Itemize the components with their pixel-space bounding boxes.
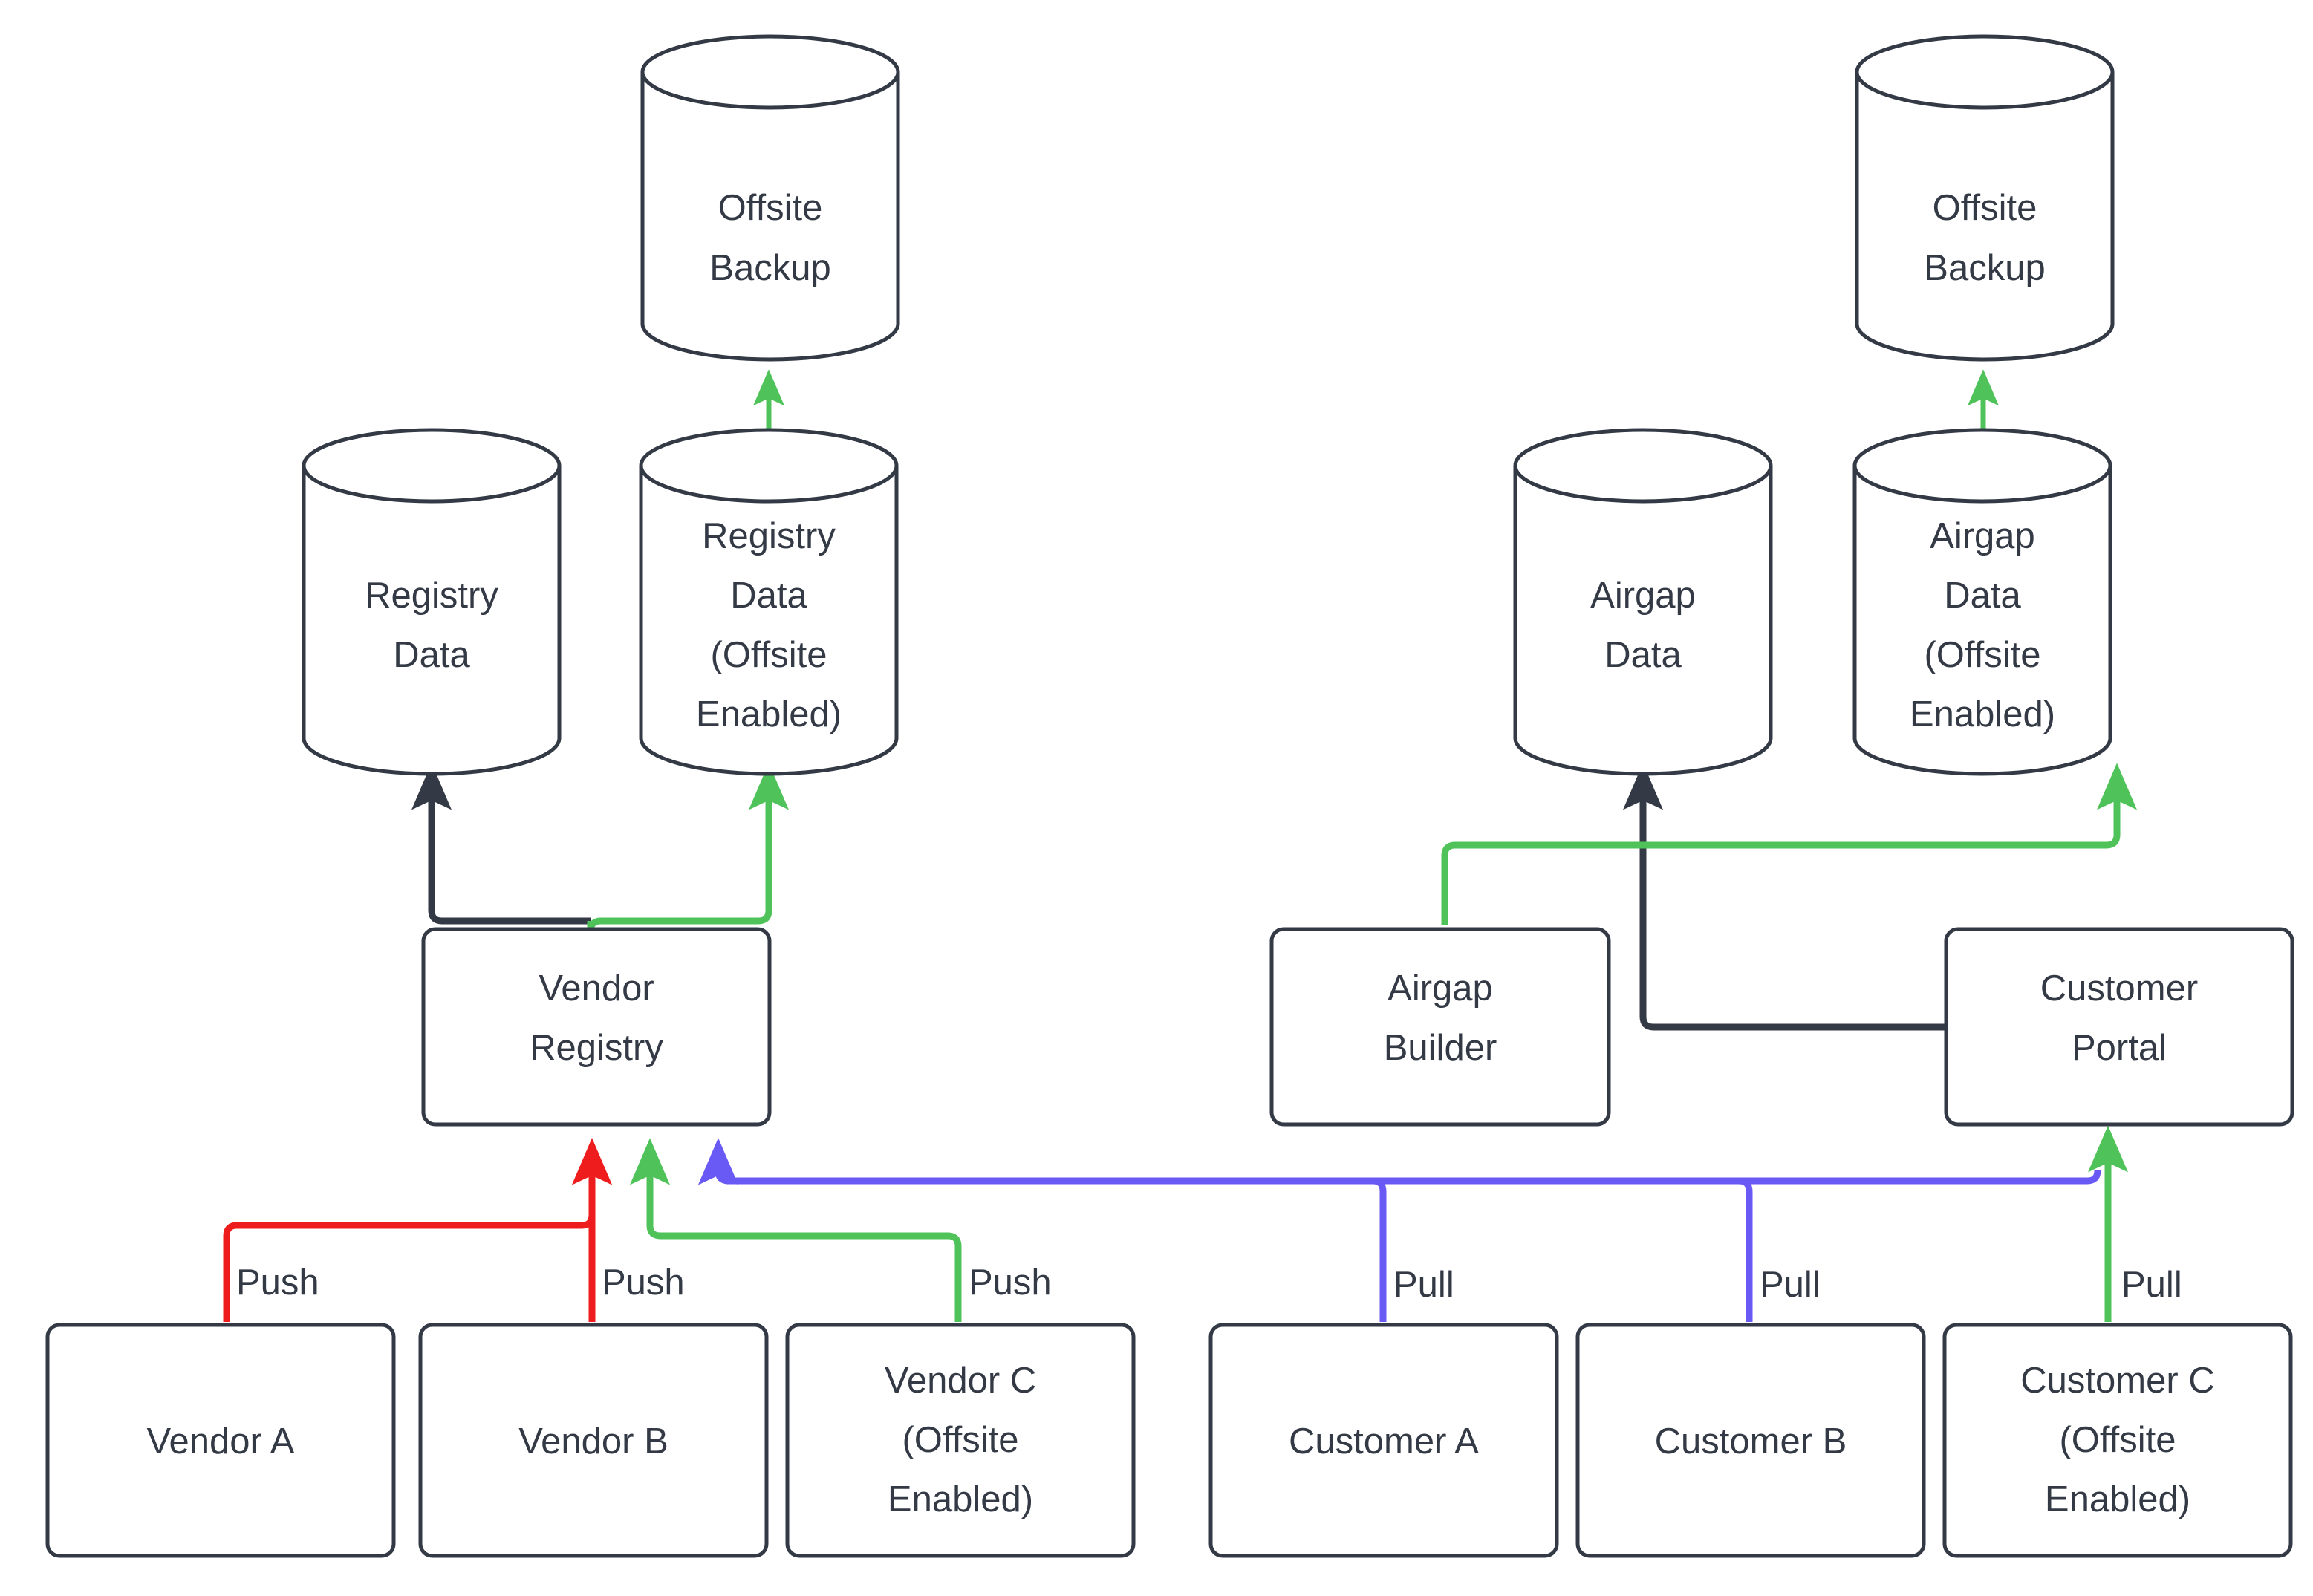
node-airgap-builder[interactable]: Airgap Builder [1269, 927, 1611, 1127]
node-label-line3: Enabled) [2045, 1479, 2190, 1520]
edge-registry-store [411, 763, 591, 925]
node-label-line4: Enabled) [696, 694, 842, 735]
edge-airgap-store [1623, 763, 1946, 1031]
node-label-line1: Vendor C [885, 1361, 1036, 1401]
node-label-line1: Vendor [539, 968, 654, 1009]
node-vendor-a[interactable]: Vendor A [45, 1323, 396, 1558]
node-customer-portal[interactable]: Customer Portal [1944, 927, 2294, 1127]
node-label-line2: Builder [1384, 1028, 1497, 1068]
edge-label-vendor-a-push: Push [236, 1263, 319, 1303]
node-airgap-data[interactable]: Airgap Data [1513, 428, 1773, 776]
node-offsite-backup-left[interactable]: Offsite Backup [640, 34, 900, 362]
node-label-line1: Customer [2040, 968, 2198, 1009]
node-label-line3: (Offsite [1924, 635, 2040, 675]
edge-vendor-c-push [630, 1138, 962, 1322]
edge-label-customer-a-pull: Pull [1393, 1265, 1454, 1305]
node-label-line1: Vendor B [518, 1421, 668, 1462]
node-label-line1: Registry [702, 516, 836, 556]
edge-registry-store-offsite [587, 763, 790, 935]
node-label-line2: Backup [709, 248, 830, 288]
node-customer-a[interactable]: Customer A [1208, 1323, 1559, 1558]
node-registry-data-offsite[interactable]: Registry Data (Offsite Enabled) [639, 428, 899, 776]
node-label-line2: Backup [1924, 248, 2045, 288]
edge-airgap-store-offsite [1441, 763, 2138, 925]
node-label-line2: (Offsite [902, 1420, 1018, 1460]
node-vendor-registry[interactable]: Vendor Registry [421, 927, 772, 1127]
node-label-line3: (Offsite [710, 635, 827, 675]
edge-pull-trunk [715, 1147, 2101, 1185]
node-customer-b[interactable]: Customer B [1575, 1323, 1926, 1558]
node-label-line2: Data [393, 635, 470, 675]
node-label-line2: Portal [2072, 1028, 2167, 1068]
node-offsite-backup-right[interactable]: Offsite Backup [1855, 34, 2115, 362]
node-registry-data[interactable]: Registry Data [302, 428, 562, 776]
node-label-line2: Data [1944, 576, 2021, 616]
edge-label-vendor-b-push: Push [602, 1263, 685, 1303]
edge-label-customer-c-pull: Pull [2121, 1265, 2182, 1305]
node-label-line3: Enabled) [888, 1479, 1033, 1520]
node-label-line1: Airgap [1590, 576, 1696, 616]
node-vendor-b[interactable]: Vendor B [418, 1323, 769, 1558]
node-vendor-c[interactable]: Vendor C (Offsite Enabled) [785, 1323, 1136, 1558]
node-label-line1: Vendor A [147, 1421, 295, 1462]
node-label-line1: Registry [365, 576, 498, 616]
node-label-line1: Airgap [1930, 516, 2035, 556]
node-label-line1: Customer C [2020, 1361, 2214, 1401]
node-label-line1: Offsite [1933, 188, 2037, 228]
node-label-line2: (Offsite [2059, 1420, 2176, 1460]
node-label-line1: Offsite [718, 188, 823, 228]
node-label-line2: Data [1604, 635, 1682, 675]
edge-label-vendor-c-push: Push [969, 1263, 1052, 1303]
node-airgap-data-offsite[interactable]: Airgap Data (Offsite Enabled) [1852, 428, 2112, 776]
node-label-line1: Customer A [1289, 1421, 1479, 1462]
node-label-line2: Data [730, 576, 807, 616]
node-customer-c[interactable]: Customer C (Offsite Enabled) [1942, 1323, 2293, 1558]
node-label-line1: Airgap [1388, 968, 1493, 1009]
edge-label-customer-b-pull: Pull [1760, 1265, 1821, 1305]
node-label-line4: Enabled) [1910, 694, 2055, 735]
node-label-line1: Customer B [1655, 1421, 1847, 1462]
node-label-line2: Registry [530, 1028, 663, 1068]
